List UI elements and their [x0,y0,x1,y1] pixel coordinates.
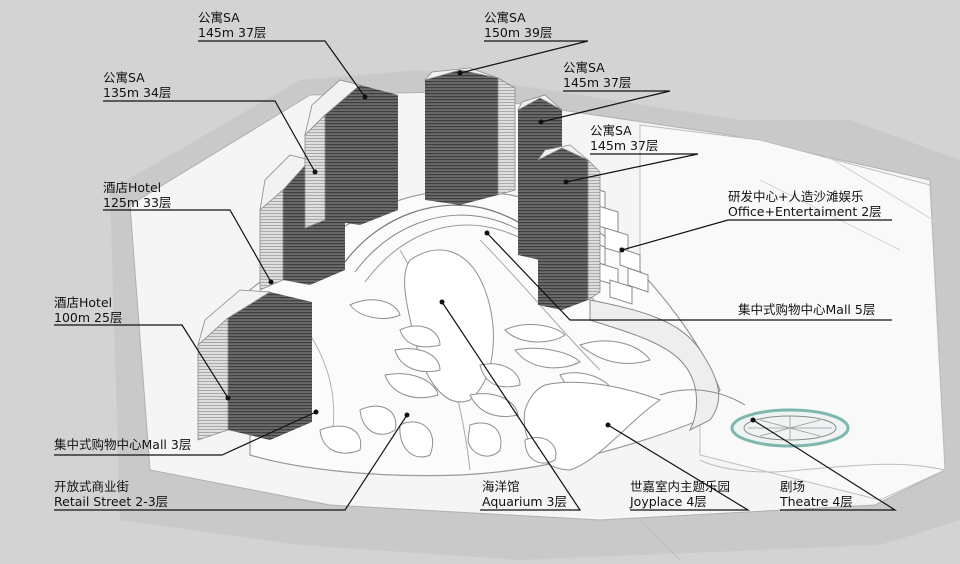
leader-t3 [103,100,316,173]
label-title: 世嘉室内主题乐园 [630,479,731,494]
leader-dots [225,70,756,428]
label-title: 研发中心+人造沙滩娱乐 [728,189,864,204]
leader-retail [54,414,408,511]
leader-t4 [540,90,671,123]
label-mall-5: 集中式购物中心Mall 5层 [738,302,875,317]
leader-theatre [752,419,898,511]
leader-lines [54,40,898,511]
label-retail-street: 开放式商业街 Retail Street 2-3层 [54,479,168,509]
label-spec: 100m 25层 [54,310,123,325]
leader-hotel1 [103,209,272,283]
label-spec: Joyplace 4层 [630,494,707,509]
leader-mall3 [54,411,317,456]
label-joyplace: 世嘉室内主题乐园 Joyplace 4层 [630,479,730,509]
label-title: 公寓SA [590,123,632,138]
label-aquarium: 海洋馆 Aquarium 3层 [482,479,567,509]
towers [197,67,601,441]
label-apartment-sa-5: 公寓SA 145m 37层 [590,123,658,153]
label-theatre: 剧场 Theatre 4层 [780,479,853,509]
label-spec: 150m 39层 [484,25,553,40]
podium-volumes [239,249,662,471]
label-spec: 135m 34层 [103,85,172,100]
label-title: 集中式购物中心Mall 5层 [738,302,876,317]
label-apartment-sa-2: 公寓SA 150m 39层 [484,10,552,40]
label-spec: 145m 37层 [563,75,632,90]
label-title: 酒店Hotel [54,295,113,310]
label-title: 公寓SA [563,60,605,75]
label-title: 公寓SA [198,10,240,25]
label-title: 公寓SA [484,10,526,25]
label-spec: 125m 33层 [103,195,172,210]
label-title: 酒店Hotel [103,180,162,195]
label-title: 海洋馆 [482,479,520,494]
label-spec: 145m 37层 [590,138,659,153]
label-apartment-sa-1: 公寓SA 145m 37层 [198,10,266,40]
leader-t1 [198,40,366,98]
walkway [589,299,746,432]
leader-t2 [459,40,589,74]
leader-office [621,219,892,251]
label-spec: Aquarium 3层 [482,494,567,509]
label-apartment-sa-3: 公寓SA 135m 34层 [103,70,171,100]
label-mall-3: 集中式购物中心Mall 3层 [54,437,191,452]
leader-mall5 [486,232,892,321]
theatre-ring [730,408,850,448]
label-hotel-1: 酒店Hotel 125m 33层 [103,180,171,210]
label-spec: Theatre 4层 [780,494,853,509]
label-hotel-2: 酒店Hotel 100m 25层 [54,295,122,325]
leader-aquarium [441,301,582,511]
leader-t5 [565,153,699,183]
leader-hotel2 [54,324,229,399]
label-spec: Retail Street 2-3层 [54,494,169,509]
label-apartment-sa-4: 公寓SA 145m 37层 [563,60,631,90]
label-title: 集中式购物中心Mall 3层 [54,437,192,452]
label-title: 剧场 [780,479,806,494]
leader-joyplace [607,424,751,511]
label-spec: Office+Entertaiment 2层 [728,204,882,219]
label-office: 研发中心+人造沙滩娱乐 Office+Entertaiment 2层 [728,189,882,219]
label-title: 开放式商业街 [54,479,130,494]
label-spec: 145m 37层 [198,25,267,40]
label-title: 公寓SA [103,70,145,85]
